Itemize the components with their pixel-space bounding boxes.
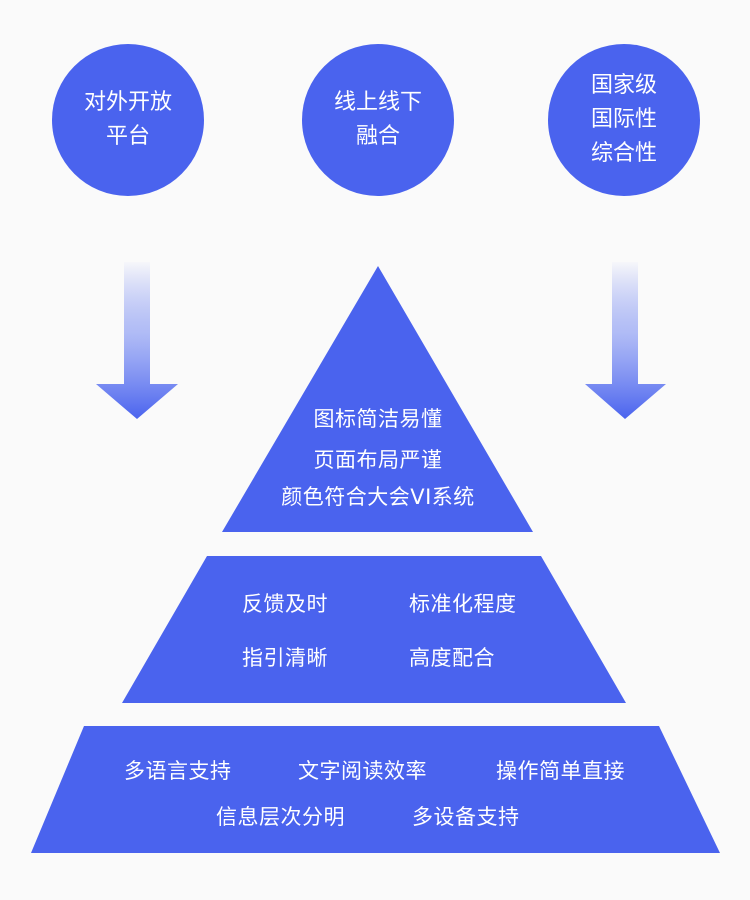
bottom-layer-item: 多语言支持 — [124, 759, 232, 783]
circle-text-line: 对外开放 — [83, 90, 172, 115]
middle-layer-item: 反馈及时 — [242, 592, 328, 616]
circle-national-international: 国家级 国际性 综合性 — [548, 44, 700, 196]
top-layer-item: 颜色符合大会VI系统 — [281, 485, 475, 509]
circle-text-line: 综合性 — [590, 141, 657, 166]
pyramid-bottom-layer — [31, 726, 720, 853]
circle-text-line: 融合 — [355, 124, 400, 149]
arrow-down-left-icon — [96, 262, 178, 419]
middle-layer-item: 标准化程度 — [409, 592, 517, 616]
pyramid-top-layer — [222, 266, 533, 532]
middle-layer-item: 高度配合 — [409, 646, 495, 670]
circle-online-offline: 线上线下 融合 — [302, 44, 454, 196]
circle-text-line: 国家级 — [590, 73, 657, 98]
top-layer-item: 页面布局严谨 — [313, 448, 443, 472]
circle-open-platform: 对外开放 平台 — [52, 44, 204, 196]
pyramid-middle-layer — [122, 556, 626, 703]
circle-text-line: 国际性 — [590, 107, 657, 132]
circle-text-line: 线上线下 — [333, 90, 422, 115]
bottom-layer-item: 文字阅读效率 — [298, 759, 427, 783]
circle-text-line: 平台 — [105, 124, 150, 149]
bottom-layer-item: 信息层次分明 — [216, 805, 345, 829]
bottom-layer-item: 操作简单直接 — [496, 759, 625, 783]
arrow-down-right-icon — [585, 262, 666, 419]
middle-layer-item: 指引清晰 — [242, 646, 328, 670]
top-layer-item: 图标简洁易懂 — [313, 407, 443, 431]
bottom-layer-item: 多设备支持 — [412, 805, 520, 829]
